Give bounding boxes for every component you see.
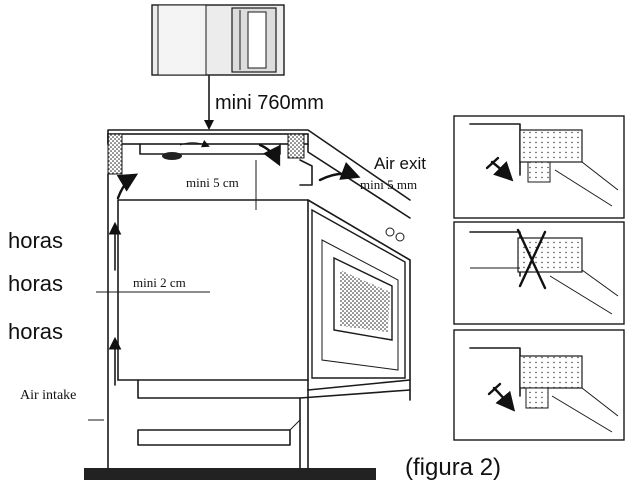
figure-caption: (figura 2): [405, 454, 502, 481]
hours-label-1: horas: [8, 228, 64, 253]
clearance-label: mini 760mm: [215, 92, 324, 114]
air-exit-label: Air exit: [374, 154, 426, 173]
airflow-arrows: [108, 139, 361, 386]
wall-cabinet: [151, 4, 285, 76]
panel-correct-top: [453, 115, 625, 219]
dimension-lines: [88, 160, 257, 421]
clearance-arrow: [204, 75, 214, 130]
cabinet-body: [107, 173, 411, 471]
floor: [84, 468, 376, 480]
side-gap-label: mini 2 cm: [133, 275, 186, 290]
hours-label-3: horas: [8, 319, 64, 344]
top-gap-label: mini 5 cm: [186, 175, 239, 190]
hours-label-2: horas: [8, 271, 64, 296]
panel-incorrect: [453, 221, 625, 325]
cooktop: [107, 133, 309, 175]
air-intake-label: Air intake: [20, 388, 77, 403]
panel-correct-bottom: [453, 329, 625, 441]
exit-gap-label: mini 5 mm: [360, 177, 418, 192]
oven: [311, 208, 406, 379]
